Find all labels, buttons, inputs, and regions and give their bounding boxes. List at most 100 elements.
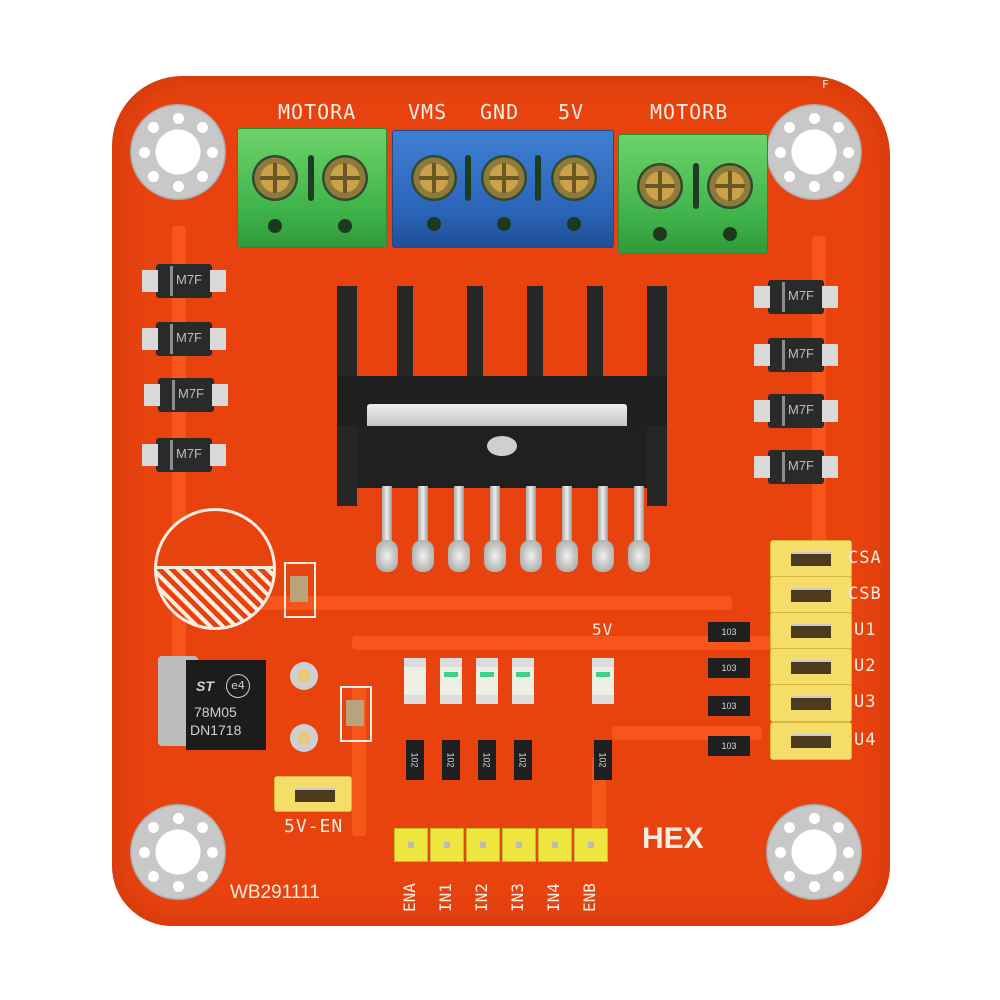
ic-pin xyxy=(418,486,428,556)
resistor: 102 xyxy=(514,740,532,780)
smd-capacitor xyxy=(346,700,364,726)
screw-terminal[interactable] xyxy=(637,163,683,209)
pcb-board: F MOTORA VMS GND 5V MOTORB M7F M7F M7F M… xyxy=(112,76,890,926)
corner-mark: F xyxy=(822,78,830,91)
ic-pin xyxy=(526,486,536,556)
jumper-csb[interactable] xyxy=(770,576,852,614)
header-pin-in3[interactable] xyxy=(502,828,536,862)
label-motorb: MOTORB xyxy=(650,100,729,124)
screw-terminal[interactable] xyxy=(707,163,753,209)
resistor: 102 xyxy=(442,740,460,780)
divider xyxy=(535,155,541,201)
ic-pin xyxy=(562,486,572,556)
pullup-resistor: 103 xyxy=(708,658,750,678)
ic-pin xyxy=(382,486,392,556)
capacitor-footprint xyxy=(154,508,276,630)
jumper-u2[interactable] xyxy=(770,648,852,686)
terminal-block-motor-a[interactable] xyxy=(237,128,387,248)
jumper-5v-en[interactable] xyxy=(274,776,352,812)
label-5v-en: 5V-EN xyxy=(284,816,344,837)
label-motora: MOTORA xyxy=(278,100,357,124)
divider xyxy=(693,163,699,209)
label-in1: IN1 xyxy=(436,883,455,912)
label-in2: IN2 xyxy=(472,883,491,912)
screw-terminal[interactable] xyxy=(252,155,298,201)
screw-terminal-gnd[interactable] xyxy=(481,155,527,201)
label-led-5v: 5V xyxy=(592,620,614,639)
smd-capacitor xyxy=(290,576,308,602)
diode: M7F xyxy=(754,394,838,428)
regulator-pad xyxy=(290,724,318,752)
regulator-lot: DN1718 xyxy=(190,722,242,738)
diode: M7F xyxy=(144,378,228,412)
terminal-block-motor-b[interactable] xyxy=(618,134,768,254)
resistor: 102 xyxy=(594,740,612,780)
ic-pin xyxy=(598,486,608,556)
st-logo: ST xyxy=(196,678,214,694)
header-pin-ena[interactable] xyxy=(394,828,428,862)
jumper-u3[interactable] xyxy=(770,684,852,722)
header-pin-in1[interactable] xyxy=(430,828,464,862)
board-id: WB291111 xyxy=(230,882,320,903)
wire-hole xyxy=(723,227,737,241)
diode: M7F xyxy=(754,338,838,372)
label-u1: U1 xyxy=(854,620,877,640)
label-gnd: GND xyxy=(480,100,520,124)
wire-hole xyxy=(653,227,667,241)
led xyxy=(440,658,462,704)
label-ena: ENA xyxy=(400,883,419,912)
label-in4: IN4 xyxy=(544,883,563,912)
wire-hole xyxy=(567,217,581,231)
label-u3: U3 xyxy=(854,692,877,712)
ic-pin xyxy=(454,486,464,556)
divider xyxy=(465,155,471,201)
led xyxy=(512,658,534,704)
mounting-hole-bottom-right xyxy=(766,804,862,900)
led-5v xyxy=(592,658,614,704)
capacitor-frame xyxy=(340,686,372,742)
led xyxy=(404,658,426,704)
pullup-resistor: 103 xyxy=(708,696,750,716)
label-vms: VMS xyxy=(408,100,448,124)
diode: M7F xyxy=(754,450,838,484)
divider xyxy=(308,155,314,201)
diode: M7F xyxy=(754,280,838,314)
resistor: 102 xyxy=(478,740,496,780)
label-u4: U4 xyxy=(854,730,877,750)
label-csa: CSA xyxy=(848,548,882,568)
wire-hole xyxy=(268,219,282,233)
diode: M7F xyxy=(142,438,226,472)
diode: M7F xyxy=(142,264,226,298)
wire-hole xyxy=(338,219,352,233)
driver-ic-heatsink xyxy=(327,286,667,516)
regulator-pad xyxy=(290,662,318,690)
wire-hole xyxy=(427,217,441,231)
pullup-resistor: 103 xyxy=(708,736,750,756)
header-pin-enb[interactable] xyxy=(574,828,608,862)
label-in3: IN3 xyxy=(508,883,527,912)
screw-terminal-vms[interactable] xyxy=(411,155,457,201)
label-enb: ENB xyxy=(580,883,599,912)
jumper-u1[interactable] xyxy=(770,612,852,650)
label-5v: 5V xyxy=(558,100,585,124)
header-pin-in4[interactable] xyxy=(538,828,572,862)
header-pin-in2[interactable] xyxy=(466,828,500,862)
label-csb: CSB xyxy=(848,584,882,604)
mounting-hole-bottom-left xyxy=(130,804,226,900)
jumper-csa[interactable] xyxy=(770,540,852,578)
resistor: 102 xyxy=(406,740,424,780)
ic-pin xyxy=(490,486,500,556)
rohs-mark: e4 xyxy=(226,674,250,698)
trace xyxy=(172,596,732,610)
screw-terminal[interactable] xyxy=(322,155,368,201)
screw-terminal-5v[interactable] xyxy=(551,155,597,201)
terminal-block-power[interactable] xyxy=(392,130,614,248)
ic-pin xyxy=(634,486,644,556)
jumper-u4[interactable] xyxy=(770,722,852,760)
led xyxy=(476,658,498,704)
mounting-hole-top-right xyxy=(766,104,862,200)
mounting-hole-top-left xyxy=(130,104,226,200)
trace xyxy=(352,636,772,650)
capacitor-frame xyxy=(284,562,316,618)
brand-label: HEX xyxy=(642,822,704,855)
